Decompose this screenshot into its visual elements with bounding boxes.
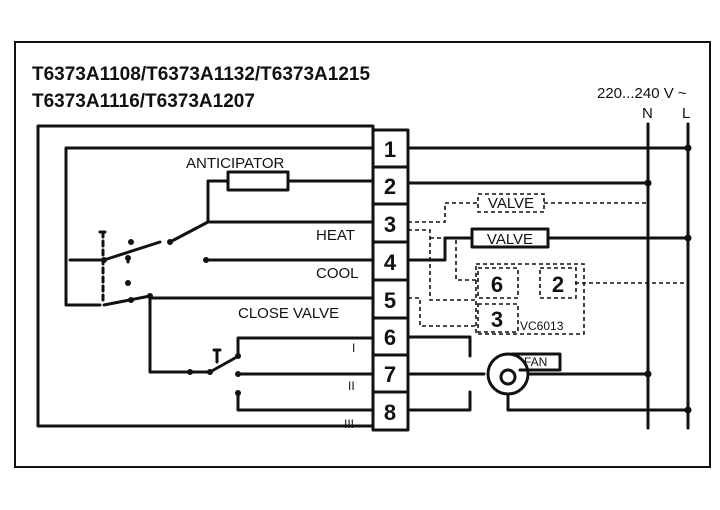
supply-voltage-label: 220...240 V ~	[597, 85, 687, 102]
vc-model-label: VC6013	[520, 319, 564, 333]
anticipator-resistor	[206, 170, 652, 224]
dashed-valve-label: VALVE	[488, 195, 534, 212]
solid-valve-group	[406, 227, 692, 262]
neutral-label: N	[642, 105, 653, 122]
fan-motor	[406, 335, 692, 414]
wire-terminal-1	[64, 144, 692, 307]
terminal-1: 1	[384, 137, 396, 162]
heat-label: HEAT	[316, 227, 355, 244]
terminal-7: 7	[384, 362, 396, 387]
close-valve-label: CLOSE VALVE	[238, 305, 339, 322]
terminal-8: 8	[384, 400, 396, 425]
anticipator-label: ANTICIPATOR	[186, 155, 285, 172]
wire-cool	[203, 257, 375, 263]
vc-terminal-6: 6	[491, 272, 503, 297]
terminal-6: 6	[384, 325, 396, 350]
heat-cool-switch	[68, 220, 375, 374]
model-numbers-line2: T6373A1116/T6373A1207	[32, 91, 255, 112]
terminal-5: 5	[384, 288, 396, 313]
fan-label: FAN	[524, 355, 547, 369]
terminal-3: 3	[384, 212, 396, 237]
live-label: L	[682, 105, 690, 122]
speed-label-1: I	[352, 341, 355, 355]
vc-actuator	[408, 263, 585, 335]
terminal-2: 2	[384, 174, 396, 199]
dashed-valve-group	[408, 193, 688, 301]
outer-frame	[14, 41, 711, 468]
terminal-4: 4	[384, 250, 397, 275]
terminal-block	[371, 128, 410, 432]
fan-speed-switch	[187, 336, 375, 412]
vc-terminal-2: 2	[552, 272, 564, 297]
vc-terminal-3: 3	[491, 307, 503, 332]
solid-valve-label: VALVE	[487, 231, 533, 248]
cool-label: COOL	[316, 265, 359, 282]
speed-label-3: III	[344, 417, 354, 431]
speed-label-2: II	[348, 379, 355, 393]
model-numbers-line1: T6373A1108/T6373A1132/T6373A1215	[32, 64, 370, 85]
